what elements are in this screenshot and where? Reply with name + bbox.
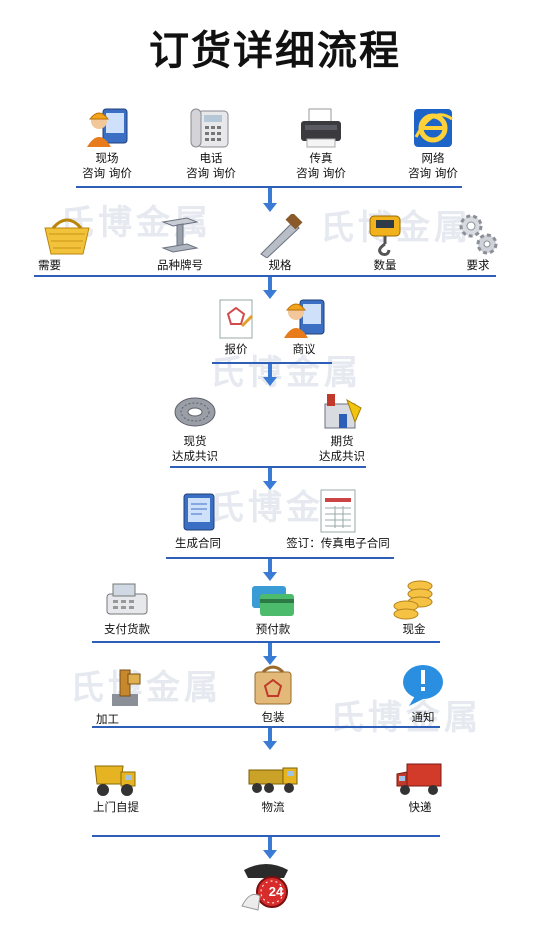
stage1-item-fax: 传真 咨询 询价 <box>276 105 366 181</box>
stage7-label: 包装 <box>261 710 285 724</box>
24-hour-service-icon <box>241 864 288 911</box>
internet-explorer-icon <box>414 109 453 147</box>
stage1-item-onsite: 现场 咨询 询价 <box>62 105 152 181</box>
stage3-label: 报价 <box>224 342 248 356</box>
stage2-label: 需要 <box>38 258 61 272</box>
flow-arrow <box>263 188 277 212</box>
stage1-sub: 咨询 询价 <box>82 166 132 180</box>
stage7-item-processing: 加工 <box>90 664 160 727</box>
fax-machine-icon <box>301 108 341 148</box>
logistics-truck-icon <box>248 767 298 793</box>
stage2-item-requirement: 要求 <box>448 210 508 273</box>
flow-arrow <box>263 468 277 490</box>
telephone-icon <box>190 108 229 148</box>
stage5-item-sign: 签订：传真电子合同 <box>282 486 394 551</box>
stage5-line <box>166 557 394 559</box>
stage2-line <box>34 275 496 277</box>
stage4-sub: 达成共识 <box>172 449 218 463</box>
stage6-label: 预付款 <box>255 622 291 636</box>
worker-terminal-icon <box>87 108 128 147</box>
stage3-item-quote: 报价 <box>206 296 266 357</box>
stage6-item-payment: 支付货款 <box>92 578 162 637</box>
stage2-label: 要求 <box>466 258 490 272</box>
cash-register-icon <box>106 583 148 615</box>
package-box-icon <box>254 665 292 705</box>
stage8-item-express: 快递 <box>387 758 453 815</box>
stage1-label: 传真 <box>309 151 333 165</box>
stage8-item-pickup: 上门自提 <box>78 758 154 815</box>
stage7-item-notify: 通知 <box>393 660 453 725</box>
stage2-item-grade: 品种牌号 <box>140 214 220 273</box>
contract-screen-icon <box>183 493 215 531</box>
stage4-label: 现货 <box>183 434 207 448</box>
flow-arrow <box>263 277 277 299</box>
stage1-sub: 咨询 询价 <box>296 166 346 180</box>
stage7-line <box>92 726 440 728</box>
stage8-line <box>92 835 440 837</box>
stage2-label: 规格 <box>268 258 292 272</box>
factory-icon <box>324 394 362 429</box>
credit-cards-icon <box>252 586 294 616</box>
stage1-label: 网络 <box>421 151 445 165</box>
flow-arrow <box>263 559 277 581</box>
measuring-square-icon <box>260 214 303 258</box>
stage1-sub: 咨询 询价 <box>408 166 458 180</box>
stage5-label: 签订：传真电子合同 <box>286 536 390 550</box>
stage1-item-phone: 电话 咨询 询价 <box>166 105 256 181</box>
stage7-item-packaging: 包装 <box>243 660 303 725</box>
price-document-icon <box>219 299 254 339</box>
stage4-item-spot: 现货 达成共识 <box>160 388 230 464</box>
stage8-item-logistics: 物流 <box>240 758 306 815</box>
stage2-item-spec: 规格 <box>250 214 310 273</box>
document-form-icon <box>320 489 356 533</box>
gears-icon <box>459 214 498 255</box>
shopping-basket-icon <box>44 218 90 255</box>
stage8-label: 快递 <box>408 800 432 814</box>
stage4-label: 期货 <box>330 434 354 448</box>
stage1-label: 电话 <box>199 151 223 165</box>
stage6-item-cash: 现金 <box>384 574 444 637</box>
stage1-label: 现场 <box>95 151 119 165</box>
stage4-sub: 达成共识 <box>319 449 365 463</box>
stage2-item-quantity: 数量 <box>355 210 415 273</box>
end-service: 24 <box>236 860 296 912</box>
stage6-item-prepay: 预付款 <box>243 578 303 637</box>
stage1-line <box>76 186 462 188</box>
stage3-item-negotiate: 商议 <box>274 296 334 357</box>
stage7-label: 通知 <box>411 710 435 724</box>
stage4-item-futures: 期货 达成共识 <box>307 388 377 464</box>
steel-beam-icon <box>161 217 199 253</box>
service-24-label: 24 <box>268 884 284 899</box>
stage2-label: 品种牌号 <box>157 258 203 272</box>
stage1-sub: 咨询 询价 <box>186 166 236 180</box>
stage3-label: 商议 <box>292 342 316 356</box>
stage2-item-need: 需要 <box>32 214 102 273</box>
stage6-label: 现金 <box>402 622 426 636</box>
processing-machine-icon <box>112 669 141 706</box>
stage2-label: 数量 <box>373 258 397 272</box>
stage8-label: 物流 <box>261 800 285 814</box>
stage5-item-contract: 生成合同 <box>163 490 233 551</box>
flow-arrow <box>263 837 277 859</box>
flow-arrow <box>263 364 277 386</box>
stage1-item-internet: 网络 咨询 询价 <box>388 105 478 181</box>
delivery-truck-icon <box>396 763 442 795</box>
steel-coil-icon <box>174 397 216 427</box>
page-title: 订货详细流程 <box>149 28 401 74</box>
info-bubble-icon <box>403 665 443 706</box>
dump-truck-icon <box>94 765 136 796</box>
stage4-line <box>170 466 366 468</box>
crane-scale-icon <box>369 215 401 256</box>
stage5-label: 生成合同 <box>175 536 221 550</box>
gold-coins-icon <box>393 580 433 620</box>
flow-arrow <box>263 643 277 665</box>
stage6-line <box>92 641 440 643</box>
worker-terminal-icon <box>284 299 325 338</box>
stage3-line <box>212 362 332 364</box>
stage7-label: 加工 <box>96 712 119 726</box>
stage8-label: 上门自提 <box>93 800 139 814</box>
flow-arrow <box>263 728 277 750</box>
stage6-label: 支付货款 <box>104 622 150 636</box>
